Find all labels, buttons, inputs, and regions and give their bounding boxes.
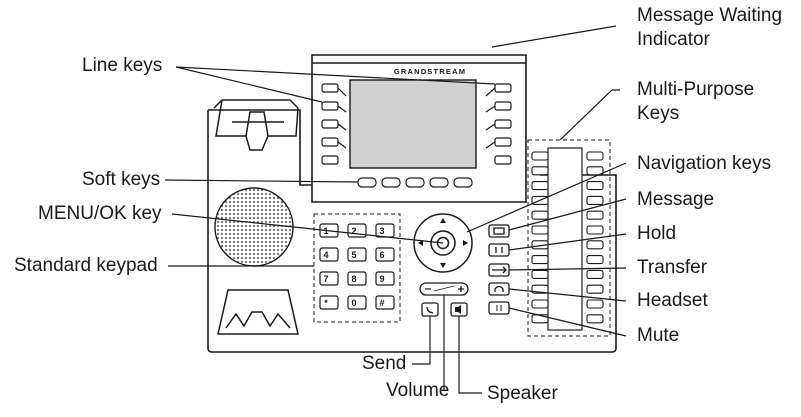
mpk-key[interactable]: [531, 166, 549, 176]
label-menu-ok: MENU/OK key: [38, 203, 162, 224]
label-multi-purpose: Multi-Purpose Keys: [637, 78, 754, 126]
keypad-key-label: 2: [351, 226, 356, 236]
keypad-key-label: 5: [351, 250, 356, 260]
transfer-button[interactable]: [488, 263, 510, 277]
mpk-key[interactable]: [586, 269, 604, 279]
label-mwi-line2: Indicator: [637, 29, 710, 50]
speaker-button[interactable]: [450, 302, 468, 317]
handset-hook: [217, 289, 299, 335]
label-hold: Hold: [637, 223, 677, 244]
keypad-key-label: 3: [379, 226, 384, 236]
mpk-key[interactable]: [586, 284, 604, 294]
label-volume: Volume: [386, 380, 450, 401]
volume-bar[interactable]: [419, 282, 469, 296]
keypad-key-label: 0: [351, 298, 356, 308]
keypad-key[interactable]: #: [375, 295, 395, 310]
mpk-key[interactable]: [531, 299, 549, 309]
keypad-key[interactable]: 4: [319, 247, 339, 262]
right-line-keys[interactable]: [485, 83, 512, 165]
keypad-key[interactable]: 8: [347, 271, 367, 286]
mpk-key[interactable]: [531, 181, 549, 191]
keypad-key-label: 4: [323, 250, 328, 260]
mpk-key[interactable]: [586, 299, 604, 309]
lcd-screen: [349, 79, 477, 169]
soft-keys[interactable]: [357, 177, 473, 188]
label-message: Message: [637, 189, 715, 210]
mpk-key[interactable]: [531, 210, 549, 220]
keypad-key-label: 7: [323, 274, 328, 284]
mpk-key-buttons[interactable]: [531, 151, 604, 324]
keypad-key[interactable]: 0: [347, 295, 367, 310]
left-line-keys[interactable]: [321, 83, 347, 165]
label-mute: Mute: [637, 325, 680, 346]
label-mwi: Message Waiting Indicator: [637, 4, 782, 52]
message-button[interactable]: [488, 224, 510, 238]
mpk-key[interactable]: [586, 151, 604, 161]
keypad-key-label: 8: [351, 274, 356, 284]
mpk-key[interactable]: [586, 225, 604, 235]
mute-button[interactable]: [488, 301, 510, 315]
label-speaker: Speaker: [487, 383, 558, 404]
keypad-key[interactable]: 9: [375, 271, 395, 286]
keypad-key-label: 6: [379, 250, 384, 260]
keypad-key-label: *: [324, 298, 328, 308]
keypad-key[interactable]: *: [319, 295, 339, 310]
keypad-key[interactable]: 3: [375, 223, 395, 238]
mpk-key[interactable]: [531, 255, 549, 265]
mpk-key[interactable]: [586, 195, 604, 205]
mpk-key[interactable]: [586, 166, 604, 176]
label-mwi-line1: Message Waiting: [637, 5, 783, 26]
label-headset: Headset: [637, 290, 708, 311]
keypad-key[interactable]: 7: [319, 271, 339, 286]
mpk-key[interactable]: [531, 151, 549, 161]
callout-lines: [164, 25, 627, 394]
mpk-key[interactable]: [586, 240, 604, 250]
speaker-grille: [214, 187, 294, 267]
mpk-key[interactable]: [586, 314, 604, 324]
label-multi-purpose-line2: Keys: [637, 103, 680, 124]
handset-cradle: [213, 99, 299, 151]
label-multi-purpose-line1: Multi-Purpose: [637, 79, 755, 100]
label-navigation-keys: Navigation keys: [637, 153, 772, 174]
label-send: Send: [362, 353, 407, 374]
headset-button[interactable]: [488, 282, 510, 296]
hold-button[interactable]: [488, 243, 510, 257]
label-soft-keys: Soft keys: [82, 169, 161, 190]
label-standard-keypad: Standard keypad: [14, 255, 158, 276]
mpk-key[interactable]: [531, 225, 549, 235]
keypad-key-label: #: [379, 298, 384, 308]
brand-logo-text: GRANDSTREAM: [394, 67, 466, 76]
keypad-key[interactable]: 5: [347, 247, 367, 262]
mpk-key[interactable]: [586, 255, 604, 265]
label-line-keys: Line keys: [82, 55, 163, 76]
phone-body: [207, 109, 617, 353]
display-head: [311, 54, 527, 203]
multi-purpose-keys[interactable]: [527, 139, 611, 337]
keypad-key-label: 9: [379, 274, 384, 284]
mpk-key[interactable]: [531, 269, 549, 279]
mpk-key[interactable]: [586, 181, 604, 191]
keypad-key[interactable]: 6: [375, 247, 395, 262]
send-button[interactable]: [421, 302, 439, 317]
label-transfer: Transfer: [637, 257, 708, 278]
mpk-key[interactable]: [586, 210, 604, 220]
